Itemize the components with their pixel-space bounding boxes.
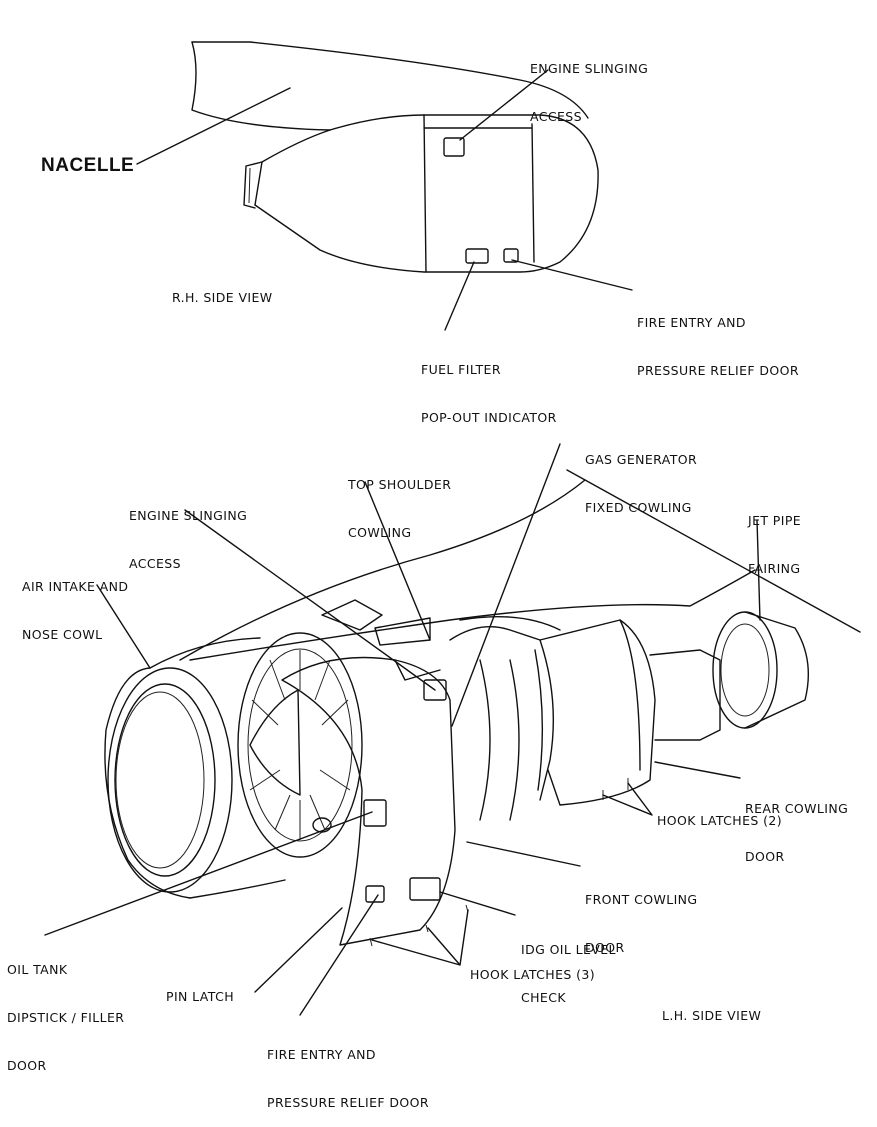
nacelle-label: NACELLE <box>41 155 135 176</box>
engine-slinging-access-label-lh: ENGINE SLINGING ACCESS <box>129 476 247 588</box>
label-line: DOOR <box>745 849 785 864</box>
label-line: FIXED COWLING <box>585 500 692 515</box>
front-cowling-label: FRONT COWLING DOOR <box>585 860 698 972</box>
engine-cowling-diagram: NACELLE ENGINE SLINGING ACCESS R.H. SIDE… <box>7 29 861 1110</box>
fuel-filter-label: FUEL FILTER POP-OUT INDICATOR <box>421 330 557 442</box>
rear-cowling-label: REAR COWLING DOOR <box>745 769 848 881</box>
diagram-drawing <box>44 41 861 1016</box>
label-line: OIL TANK <box>7 962 68 977</box>
label-line: PRESSURE RELIEF DOOR <box>637 363 799 378</box>
label-line: FRONT COWLING <box>585 892 698 907</box>
oil-tank-label: OIL TANK DIPSTICK / FILLER DOOR <box>7 930 124 1090</box>
idg-oil-label: IDG OIL LEVEL CHECK <box>521 910 616 1022</box>
label-line: ACCESS <box>129 556 181 571</box>
fire-entry-label-lh: FIRE ENTRY AND PRESSURE RELIEF DOOR <box>267 1015 429 1127</box>
label-line: FAIRING <box>748 561 801 576</box>
label-line: CHECK <box>521 990 566 1005</box>
label-line: POP-OUT INDICATOR <box>421 410 557 425</box>
top-shoulder-label: TOP SHOULDER COWLING <box>348 445 451 557</box>
label-line: PRESSURE RELIEF DOOR <box>267 1095 429 1110</box>
label-line: TOP SHOULDER <box>348 477 452 492</box>
label-line: COWLING <box>348 525 412 540</box>
label-line: JET PIPE <box>748 513 802 528</box>
label-line: AIR INTAKE AND <box>22 579 129 594</box>
air-intake-label: AIR INTAKE AND NOSE COWL <box>22 547 128 659</box>
engine-lh-side-drawing <box>44 443 861 1016</box>
label-line: FUEL FILTER <box>421 362 501 377</box>
label-line: DIPSTICK / FILLER <box>7 1010 125 1025</box>
jet-pipe-label: JET PIPE FAIRING <box>748 481 801 593</box>
label-line: FIRE ENTRY AND <box>637 315 746 330</box>
nacelle-rh-side-drawing <box>136 41 633 331</box>
label-line: REAR COWLING <box>745 801 849 816</box>
label-line: DOOR <box>7 1058 47 1073</box>
lh-side-view-title: L.H. SIDE VIEW <box>662 1008 762 1023</box>
gas-generator-label: GAS GENERATOR FIXED COWLING <box>585 420 697 532</box>
label-line: ENGINE SLINGING <box>530 61 649 76</box>
label-line: NOSE COWL <box>22 627 103 642</box>
hook-latches-2-label: HOOK LATCHES (2) <box>657 813 783 828</box>
label-line: FIRE ENTRY AND <box>267 1047 376 1062</box>
label-line: GAS GENERATOR <box>585 452 698 467</box>
label-line: ACCESS <box>530 109 582 124</box>
label-line: DOOR <box>585 940 625 955</box>
engine-slinging-access-label-rh: ENGINE SLINGING ACCESS <box>530 29 648 141</box>
hook-latches-3-label: HOOK LATCHES (3) <box>470 967 596 982</box>
pin-latch-label: PIN LATCH <box>166 989 235 1004</box>
label-line: ENGINE SLINGING <box>129 508 248 523</box>
rh-side-view-title: R.H. SIDE VIEW <box>172 290 273 305</box>
label-line: IDG OIL LEVEL <box>521 942 616 957</box>
fire-entry-label-rh: FIRE ENTRY AND PRESSURE RELIEF DOOR <box>637 283 799 395</box>
